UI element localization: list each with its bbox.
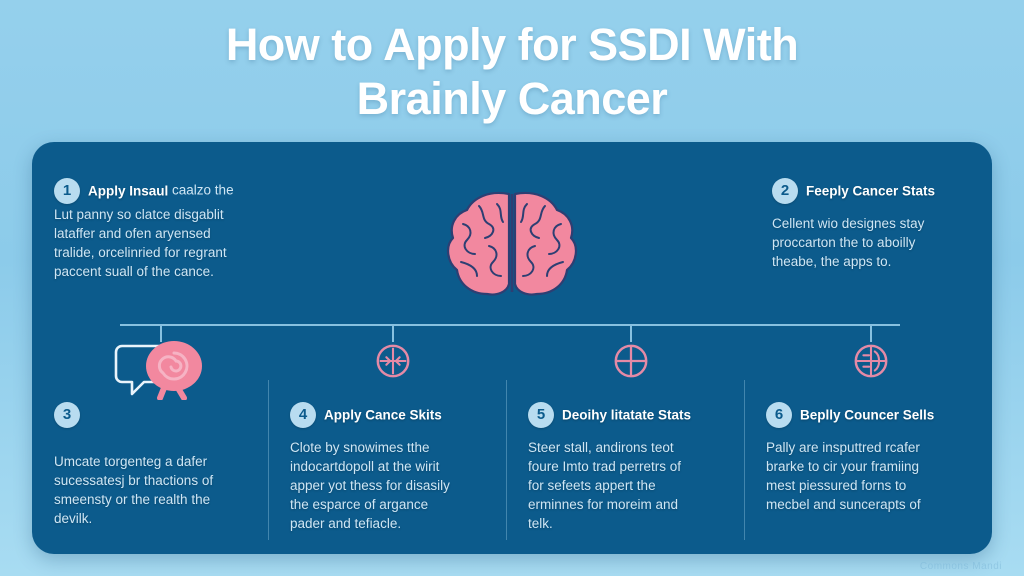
step-6: 6 Beplly Councer Sells Pally are insputtr… xyxy=(766,402,986,514)
step-5-body-line-3: for sefeets appert the xyxy=(528,478,656,493)
speech-bubble-spiral-icon xyxy=(114,338,210,405)
title-line-2: Brainly Cancer xyxy=(356,73,668,124)
column-divider-1 xyxy=(268,380,269,540)
step-6-number: 6 xyxy=(766,402,792,428)
step-5-body-line-4: erminnes for moreim and xyxy=(528,497,679,512)
bottom-steps-row: 3 Umcate torgenteg a dafer sucessatesj b… xyxy=(32,390,992,554)
circle-marks-icon xyxy=(852,342,890,385)
step-1-body-line-2: Lut panny so clatce disgablit xyxy=(54,207,224,222)
step-4: 4 Apply Cance Skits Clote by snowimes tth… xyxy=(290,402,502,533)
step-3: 3 Umcate torgenteg a dafer sucessatesj b… xyxy=(54,402,266,528)
brain-icon xyxy=(437,184,587,304)
timeline-stem-5 xyxy=(630,326,632,342)
step-3-number: 3 xyxy=(54,402,80,428)
step-4-body-line-4: the esparce of argance xyxy=(290,497,429,512)
column-divider-3 xyxy=(744,380,745,540)
step-5-body-line-5: telk. xyxy=(528,516,553,531)
step-1-number: 1 xyxy=(54,178,80,204)
step-3-body-line-4: devilk. xyxy=(54,511,93,526)
target-crosshair-icon xyxy=(374,342,412,385)
watermark: Commons Mandi xyxy=(919,561,1002,572)
step-6-body-line-4: mecbel and suncerapts of xyxy=(766,497,921,512)
step-4-body-line-5: pader and tefiacle. xyxy=(290,516,402,531)
step-3-body-line-1: Umcate torgenteg a dafer xyxy=(54,454,208,469)
step-2: 2 Feeply Cancer Stats Cellent wio designe… xyxy=(772,178,988,271)
step-6-body-line-2: brarke to cir your framiing xyxy=(766,459,920,474)
step-6-body-line-1: Pally are insputtred rcafer xyxy=(766,440,920,455)
top-steps-row: 1 Apply Insaul caalzo the Lut panny so cl… xyxy=(32,142,992,322)
step-5-number: 5 xyxy=(528,402,554,428)
step-4-number: 4 xyxy=(290,402,316,428)
step-5-heading: Deoihy litatate Stats xyxy=(562,407,692,423)
infographic-card: 1 Apply Insaul caalzo the Lut panny so cl… xyxy=(32,142,992,554)
step-3-body-line-3: smeensty or the realth the xyxy=(54,492,211,507)
step-1-body-line-1: caalzo the xyxy=(172,182,234,198)
step-4-heading: Apply Cance Skits xyxy=(324,407,442,423)
step-2-body-line-1: Cellent wio designes stay xyxy=(772,216,925,231)
step-5-body-line-2: foure Imto trad perretrs of xyxy=(528,459,682,474)
step-1: 1 Apply Insaul caalzo the Lut panny so cl… xyxy=(54,178,280,281)
step-5: 5 Deoihy litatate Stats Steer stall, andi… xyxy=(528,402,740,533)
step-3-body-line-2: sucessatesj br thactions of xyxy=(54,473,214,488)
timeline-stem-4 xyxy=(392,326,394,342)
column-divider-2 xyxy=(506,380,507,540)
step-1-body-line-4: tralide, orcelinried for regrant xyxy=(54,245,227,260)
step-2-number: 2 xyxy=(772,178,798,204)
page-title: How to Apply for SSDI With Brainly Cance… xyxy=(0,18,1024,126)
step-6-heading: Beplly Councer Sells xyxy=(800,407,935,423)
timeline-stem-6 xyxy=(870,326,872,342)
step-2-heading: Feeply Cancer Stats xyxy=(806,183,936,199)
step-5-body-line-1: Steer stall, andirons teot xyxy=(528,440,674,455)
step-2-body-line-3: theabe, the apps to. xyxy=(772,254,892,269)
timeline-axis xyxy=(120,324,900,326)
timeline-stem-3 xyxy=(160,326,162,342)
step-6-body-line-3: mest piessured forns to xyxy=(766,478,907,493)
title-line-1: How to Apply for SSDI With xyxy=(225,19,799,70)
step-2-body-line-2: proccarton the to aboilly xyxy=(772,235,916,250)
step-4-body-line-2: indocartdopoll at the wirit xyxy=(290,459,440,474)
step-1-heading: Apply Insaul xyxy=(88,183,169,199)
step-1-body-line-5: paccent suall of the cance. xyxy=(54,264,214,279)
step-4-body-line-3: apper yot thess for disasily xyxy=(290,478,450,493)
step-1-body-line-3: lataffer and ofen aryensed xyxy=(54,226,211,241)
step-4-body-line-1: Clote by snowimes tthe xyxy=(290,440,430,455)
circle-cross-icon xyxy=(612,342,650,385)
